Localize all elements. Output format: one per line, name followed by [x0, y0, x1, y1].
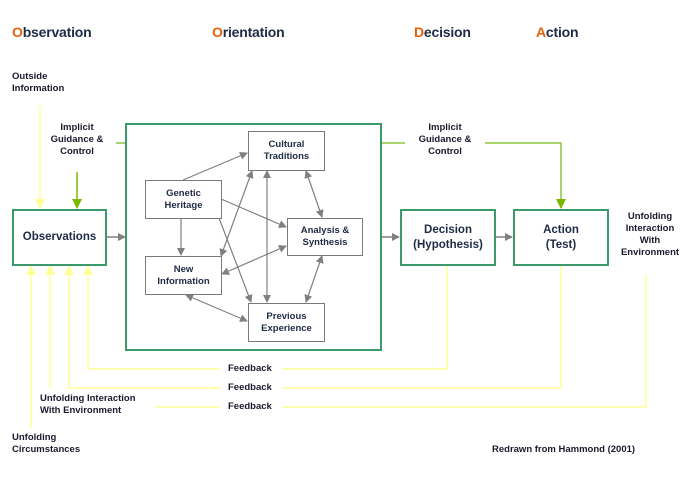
new-information-label: New Information: [157, 263, 210, 287]
orientation-frame: [125, 123, 382, 351]
phase-initial: O: [12, 24, 23, 40]
new-info-cultural-arrow: [219, 170, 254, 257]
genetic-heritage-label: Genetic Heritage: [164, 187, 203, 211]
genetic-heritage-box: Genetic Heritage: [145, 180, 222, 219]
unfolding-circumstances-label: Unfolding Circumstances: [12, 432, 81, 455]
observations-box: Observations: [12, 209, 107, 266]
feedback-1-label: Feedback: [228, 363, 272, 374]
unfolding-interaction-right-label: Unfolding Interaction With Environment: [620, 211, 680, 258]
decision-label: Decision (Hypothesis): [413, 223, 483, 251]
unfolding-interaction-left-label: Unfolding Interaction With Environment: [40, 393, 136, 416]
implicit-guidance-right-label: Implicit Guidance & Control: [418, 122, 472, 157]
implicit-guidance-left-label: Implicit Guidance & Control: [50, 122, 104, 157]
decision-box: Decision (Hypothesis): [400, 209, 496, 266]
cultural-traditions-box: Cultural Traditions: [248, 131, 325, 171]
phase-rest: bservation: [22, 24, 92, 40]
cultural-analysis-arrow: [304, 170, 324, 218]
phase-action-heading: Action: [536, 24, 579, 40]
previous-experience-box: Previous Experience: [248, 303, 325, 342]
phase-observation-heading: Observation: [12, 24, 92, 40]
outside-information-label: Outside Information: [12, 71, 65, 94]
new-information-box: New Information: [145, 256, 222, 295]
phase-initial: D: [414, 24, 424, 40]
new-info-analysis-arrow: [221, 245, 287, 275]
feedback-3-line: [155, 275, 647, 408]
analysis-synthesis-box: Analysis & Synthesis: [287, 218, 363, 256]
phase-initial: A: [536, 24, 546, 40]
credit-text: Redrawn from Hammond (2001): [492, 444, 636, 455]
phase-rest: rientation: [222, 24, 285, 40]
new-info-previous-arrow: [185, 294, 248, 322]
cultural-traditions-label: Cultural Traditions: [263, 139, 310, 162]
action-box: Action (Test): [513, 209, 609, 266]
phase-orientation-heading: Orientation: [212, 24, 285, 40]
phase-initial: O: [212, 24, 223, 40]
feedback-2-label: Feedback: [228, 382, 272, 393]
implicit-guidance-right-line-b: [485, 142, 566, 209]
previous-experience-label: Previous Experience: [261, 310, 312, 334]
feedback-3-label: Feedback: [228, 401, 272, 412]
action-label: Action (Test): [543, 223, 579, 251]
genetic-to-cultural-arrow: [182, 152, 248, 181]
phase-decision-heading: Decision: [414, 24, 471, 40]
feedback-2-line: [64, 265, 562, 389]
phase-rest: ction: [545, 24, 579, 40]
phase-rest: ecision: [423, 24, 471, 40]
observations-label: Observations: [22, 231, 97, 243]
analysis-previous-arrow: [304, 255, 324, 303]
analysis-synthesis-label: Analysis & Synthesis: [300, 225, 350, 248]
